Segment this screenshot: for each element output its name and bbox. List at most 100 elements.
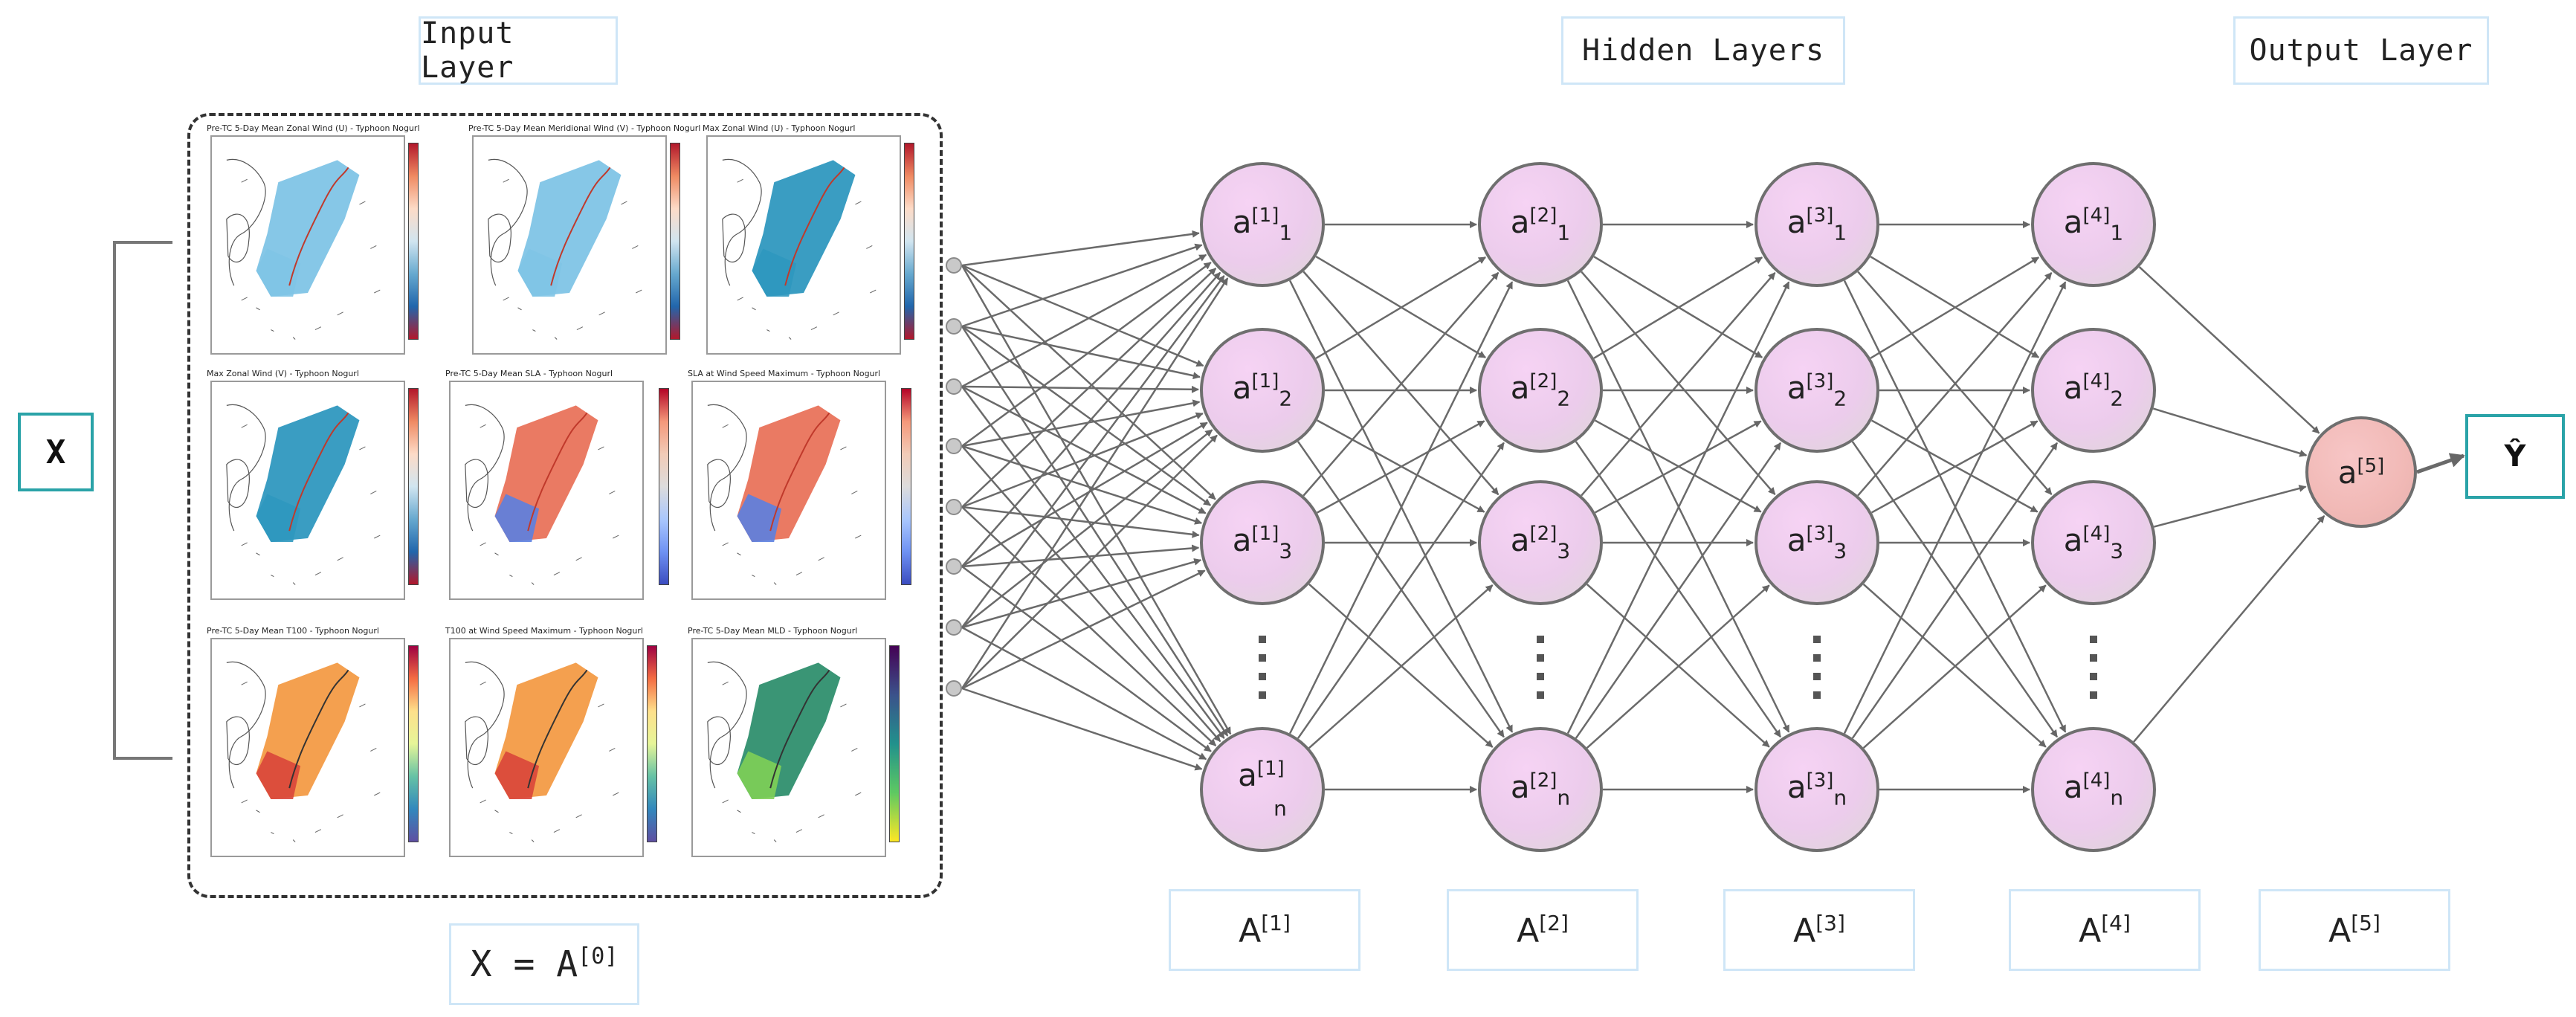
edge bbox=[961, 558, 1202, 629]
hidden-node: a[3]1 bbox=[1755, 162, 1879, 287]
edge bbox=[1857, 272, 2053, 497]
hidden-node: a[4]2 bbox=[2031, 328, 2156, 453]
edge bbox=[961, 265, 1232, 735]
edge bbox=[1288, 281, 1514, 734]
edge bbox=[1593, 256, 1763, 359]
colorbar bbox=[408, 645, 419, 842]
edge bbox=[961, 565, 1212, 752]
edge bbox=[2138, 266, 2320, 434]
edge bbox=[961, 687, 1203, 771]
feature-map-panel bbox=[210, 135, 405, 355]
input-equation-box: X = A[0] bbox=[449, 923, 639, 1005]
edge bbox=[961, 412, 1204, 508]
colorbar bbox=[904, 143, 914, 340]
edge bbox=[961, 445, 1221, 743]
output-layer-header: Output Layer bbox=[2233, 16, 2489, 85]
edge bbox=[1594, 420, 1762, 514]
edge bbox=[2152, 407, 2308, 457]
edge bbox=[2416, 453, 2465, 474]
ellipsis-dots bbox=[1537, 636, 1546, 710]
edge bbox=[1315, 256, 1486, 360]
vector-a2-box: A[2] bbox=[1447, 889, 1639, 971]
colorbar bbox=[670, 143, 680, 340]
hidden-node: a[2]3 bbox=[1478, 480, 1603, 605]
edge bbox=[961, 386, 1225, 739]
colorbar bbox=[408, 388, 419, 585]
prediction-label: Ŷ bbox=[2504, 439, 2526, 474]
feature-map-panel bbox=[691, 381, 886, 600]
hidden-node: a[2]1 bbox=[1478, 162, 1603, 287]
edge bbox=[961, 275, 1225, 628]
feature-map-panel bbox=[691, 638, 886, 857]
hidden-node: a[1]1 bbox=[1200, 162, 1325, 287]
edge bbox=[961, 544, 1200, 568]
hidden-node: a[1]n bbox=[1200, 727, 1325, 852]
edge bbox=[1862, 584, 2047, 749]
edge bbox=[961, 325, 1201, 380]
feature-map-panel bbox=[472, 135, 667, 355]
hidden-node: a[1]2 bbox=[1200, 328, 1325, 453]
input-feature-maps bbox=[187, 113, 943, 898]
input-node bbox=[946, 499, 962, 515]
edge bbox=[961, 569, 1206, 690]
feature-map-title: Pre-TC 5-Day Mean Zonal Wind (U) - Typho… bbox=[207, 123, 420, 133]
hidden-node: a[2]2 bbox=[1478, 328, 1603, 453]
feature-map-panel bbox=[706, 135, 901, 355]
edge bbox=[961, 265, 1216, 500]
hidden-node: a[1]3 bbox=[1200, 480, 1325, 605]
feature-map-title: Pre-TC 5-Day Mean T100 - Typhoon Nogurl bbox=[207, 626, 379, 636]
output-layer-title: Output Layer bbox=[2249, 33, 2473, 68]
ellipsis-dots bbox=[1813, 636, 1822, 710]
edge bbox=[961, 268, 1217, 508]
edge bbox=[961, 277, 1229, 689]
feature-map-title: Pre-TC 5-Day Mean Meridional Wind (V) - … bbox=[468, 123, 701, 133]
feature-map-title: Pre-TC 5-Day Mean SLA - Typhoon Nogurl bbox=[445, 369, 613, 378]
feature-map-title: Pre-TC 5-Day Mean MLD - Typhoon Nogurl bbox=[688, 626, 858, 636]
edge bbox=[961, 626, 1207, 761]
feature-map-panel bbox=[210, 638, 405, 857]
input-node bbox=[946, 619, 962, 636]
edge bbox=[1870, 420, 2038, 514]
hidden-node: a[3]2 bbox=[1755, 328, 1879, 453]
edge bbox=[961, 264, 1204, 367]
input-layer-header: Input Layer bbox=[419, 16, 618, 85]
feature-map-title: SLA at Wind Speed Maximum - Typhoon Nogu… bbox=[688, 369, 881, 378]
hidden-node: a[4]n bbox=[2031, 727, 2156, 852]
input-node bbox=[946, 378, 962, 395]
edge bbox=[961, 422, 1208, 568]
edge bbox=[961, 262, 1212, 448]
vector-a4-box: A[4] bbox=[2009, 889, 2201, 971]
edge bbox=[961, 325, 1212, 506]
edge bbox=[1851, 442, 2059, 739]
colorbar bbox=[659, 388, 669, 585]
hidden-node: a[2]n bbox=[1478, 727, 1603, 852]
input-layer-title: Input Layer bbox=[421, 16, 514, 85]
hidden-node: a[3]3 bbox=[1755, 480, 1879, 605]
input-x-label: X bbox=[45, 433, 66, 471]
feature-map-title: T100 at Wind Speed Maximum - Typhoon Nog… bbox=[445, 626, 643, 636]
edge bbox=[2153, 485, 2307, 528]
edge bbox=[1586, 584, 1770, 749]
colorbar bbox=[889, 645, 900, 842]
input-node bbox=[946, 438, 962, 454]
edge bbox=[961, 429, 1213, 628]
edge bbox=[1870, 256, 2040, 359]
edge bbox=[1581, 272, 1776, 497]
hidden-node: a[4]3 bbox=[2031, 480, 2156, 605]
edge bbox=[1297, 442, 1505, 739]
edge bbox=[961, 385, 1207, 514]
output-node: a[5] bbox=[2305, 416, 2417, 528]
edge bbox=[961, 434, 1218, 689]
colorbar bbox=[408, 143, 419, 340]
input-node bbox=[946, 680, 962, 697]
edge bbox=[961, 271, 1221, 567]
vector-a3-box: A[3] bbox=[1723, 889, 1915, 971]
edge bbox=[961, 399, 1201, 448]
colorbar bbox=[647, 645, 657, 842]
input-node bbox=[946, 257, 962, 274]
edge bbox=[1302, 271, 1500, 497]
hidden-layers-title: Hidden Layers bbox=[1581, 33, 1825, 68]
feature-map-title: Max Zonal Wind (U) - Typhoon Nogurl bbox=[703, 123, 856, 133]
ellipsis-dots bbox=[2090, 636, 2099, 710]
